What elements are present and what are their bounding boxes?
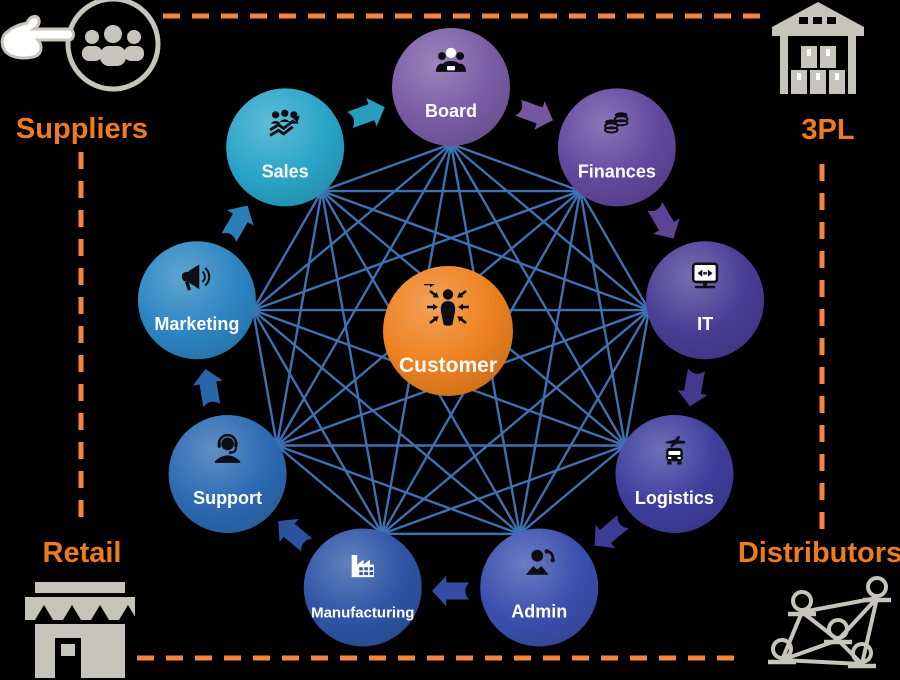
connection-line [252, 143, 452, 312]
connection-line [275, 143, 453, 447]
node-it: IT [646, 241, 765, 360]
node-label-customer: Customer [399, 354, 497, 377]
connection-line [381, 444, 626, 536]
node-label-sales: Sales [262, 161, 309, 181]
node-label-manufacturing: Manufacturing [311, 604, 414, 621]
connection-line [321, 189, 650, 312]
retail-label: Retail [43, 537, 122, 569]
node-admin: Admin [480, 528, 599, 647]
node-customer: Customer [383, 266, 513, 396]
connection-line [320, 190, 384, 535]
connection-line [276, 444, 384, 535]
warehouse-icon [772, 2, 864, 94]
connection-line [276, 444, 521, 536]
node-label-logistics: Logistics [635, 488, 714, 508]
connection-line [579, 190, 627, 446]
pointing-hand-icon [0, 14, 75, 60]
connection-line [623, 309, 651, 446]
people-group-icon [82, 25, 144, 66]
connection-line [252, 189, 581, 312]
flow-arrow [515, 99, 553, 130]
connection-line [252, 190, 323, 311]
flow-arrow [594, 515, 629, 549]
flow-arrow [192, 368, 223, 407]
connection-line [450, 143, 650, 312]
node-finances: Finances [557, 88, 676, 207]
node-label-finances: Finances [578, 161, 656, 181]
flow-arrow [221, 205, 254, 242]
node-support: Support [168, 415, 287, 533]
boundary-dashes [78, 13, 825, 661]
connection-line [449, 143, 627, 447]
hand-people-icon [0, 0, 161, 92]
connection-line [450, 142, 581, 193]
flow-arrows [192, 97, 708, 607]
connection-line [275, 190, 323, 446]
node-label-admin: Admin [511, 601, 567, 621]
node-board: Board [392, 28, 510, 146]
node-logistics: Logistics [615, 415, 734, 533]
node-sales: Sales [226, 88, 345, 207]
connection-line [381, 309, 650, 535]
connection-line [518, 444, 626, 535]
flow-arrow [278, 518, 313, 552]
node-label-marketing: Marketing [154, 314, 239, 334]
connection-line [579, 190, 650, 311]
suppliers-label: Suppliers [16, 113, 148, 145]
node-label-it: IT [697, 314, 713, 334]
flow-arrow [347, 97, 385, 129]
connection-line [252, 309, 521, 535]
3pl-label: 3PL [801, 114, 854, 146]
network-people-icon [768, 576, 891, 669]
flow-arrow [677, 368, 708, 407]
node-label-support: Support [193, 488, 262, 508]
flow-arrow [647, 202, 680, 239]
connection-line [251, 309, 279, 446]
node-label-board: Board [425, 101, 477, 121]
distributors-label: Distributors [738, 537, 900, 569]
connection-line [321, 142, 452, 193]
node-manufacturing: Manufacturing [303, 528, 422, 647]
node-marketing: Marketing [137, 241, 256, 360]
connection-line [252, 309, 384, 535]
connection-line [518, 190, 582, 535]
connection-line [518, 309, 650, 535]
flow-arrow [432, 575, 470, 607]
storefront-icon [25, 582, 137, 678]
